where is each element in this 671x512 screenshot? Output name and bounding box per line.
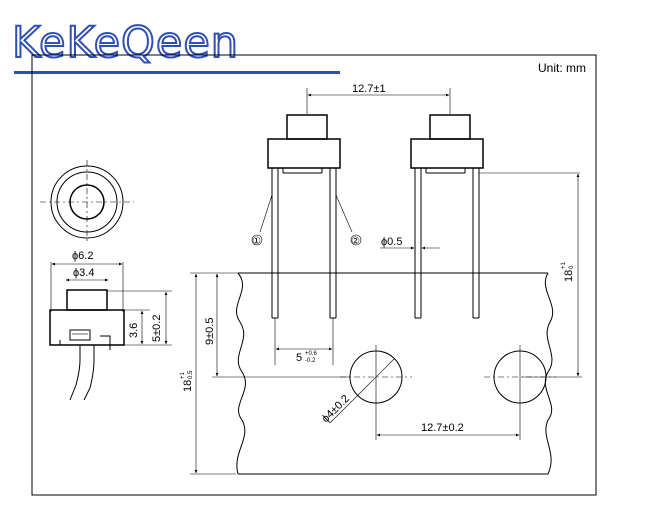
brand-logo: KeKeQeen [11,18,340,74]
drawing-frame [31,54,597,496]
pitch-top-label: 12.7±1 [352,83,386,95]
switch-left [267,114,341,319]
svg-text:+1: +1 [561,261,567,269]
svg-text:+1: +1 [180,371,186,379]
height-left-dimensions [190,272,350,475]
svg-text:-0.2: -0.2 [305,358,316,364]
height-right-dimension [522,173,582,378]
svg-text:5: 5 [296,352,302,364]
pcb-board [236,272,556,475]
svg-text:18: 18 [182,380,194,392]
svg-text:0.5: 0.5 [188,370,194,379]
hole-span-label: 5 +0.6 -0.2 [296,351,318,364]
hole-pitch-label: 12.7±0.2 [421,422,464,434]
hole-dia-label: ϕ4±0.2 [320,393,352,425]
hole-span-dimension [274,318,334,365]
button-dia-label: ϕ6.2 [72,250,93,262]
pitch-top-dimension [306,88,451,114]
left-height-label: 18 +1 0.5 [180,370,194,392]
cap-dia-label: ϕ3.4 [73,267,94,279]
dim-5-label: 5±0.2 [151,315,163,342]
svg-text:0: 0 [569,265,575,269]
svg-text:+0.6: +0.6 [305,351,318,357]
unit-label: Unit: mm [538,61,586,75]
switch-right [410,114,580,319]
dim-9-label: 9±0.5 [204,318,216,345]
hole-dia-leader [329,358,395,424]
height-right-label: 18 +1 0 [561,261,575,282]
dim-3-6-label: 3.6 [128,323,140,338]
side-dimensions [108,290,172,346]
callout-two: ② [351,236,360,247]
brand-logo-underline [14,71,340,74]
top-view [40,160,134,244]
pin-dia-label: ϕ0.5 [381,236,402,248]
brand-logo-text: KeKeQeen [11,18,240,68]
svg-text:18: 18 [563,270,575,282]
callout-one: ① [252,236,261,247]
callout-leaders [251,194,362,246]
side-view [49,262,125,401]
